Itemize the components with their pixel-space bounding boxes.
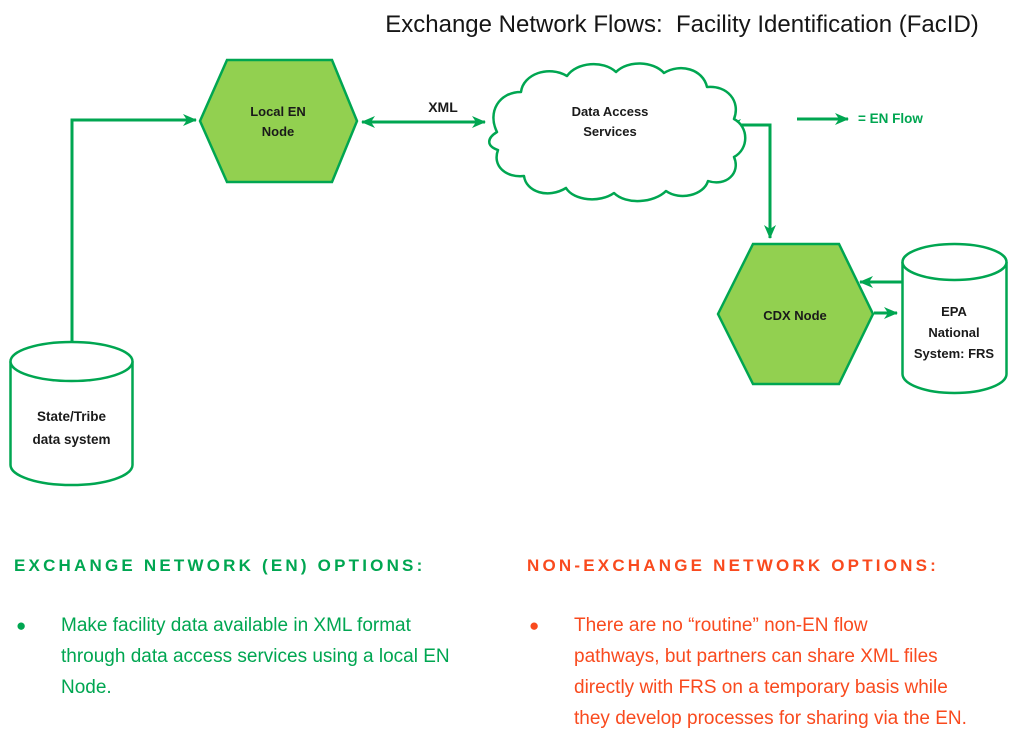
- cdx-node-label: CDX Node: [763, 308, 827, 323]
- bullet-icon: ●: [16, 616, 27, 636]
- en-options-bullet-list: ● Make facility data available in XML fo…: [14, 610, 500, 703]
- local-en-node-hexagon: [198, 58, 359, 184]
- en-options-bullet-text: Make facility data available in XML form…: [61, 615, 450, 699]
- data-access-cloud: [488, 62, 747, 203]
- list-item: ● Make facility data available in XML fo…: [14, 610, 500, 703]
- local-en-node-label: Local EN Node: [250, 104, 306, 140]
- non-en-options-section: NON-EXCHANGE NETWORK OPTIONS: ● There ar…: [527, 556, 1013, 733]
- list-item: ● There are no “routine” non-EN flow pat…: [527, 610, 1013, 733]
- state-tribe-label: State/Tribe data system: [32, 409, 111, 447]
- legend-label: = EN Flow: [858, 111, 923, 126]
- data-access-services-label: Data Access Services: [571, 104, 649, 140]
- bullet-icon: ●: [529, 616, 540, 636]
- state-tribe-cylinder: [9, 340, 134, 487]
- en-options-heading: EXCHANGE NETWORK (EN) OPTIONS:: [14, 556, 426, 575]
- non-en-options-bullet-text: There are no “routine” non-EN flow pathw…: [574, 615, 967, 730]
- xml-label: XML: [428, 99, 458, 115]
- epa-frs-cylinder: [901, 242, 1008, 395]
- cdx-node-hexagon: [716, 242, 875, 386]
- flow-diagram-svg: [9, 58, 1008, 487]
- diagram-title: Exchange Network Flows: Facility Identif…: [385, 11, 979, 38]
- non-en-options-bullet-list: ● There are no “routine” non-EN flow pat…: [527, 610, 1013, 733]
- epa-frs-label: EPA National System: FRS: [913, 304, 995, 361]
- en-options-section: EXCHANGE NETWORK (EN) OPTIONS: ● Make fa…: [14, 556, 500, 703]
- non-en-options-heading: NON-EXCHANGE NETWORK OPTIONS:: [527, 556, 940, 575]
- state-to-localen-connector: [70, 114, 197, 344]
